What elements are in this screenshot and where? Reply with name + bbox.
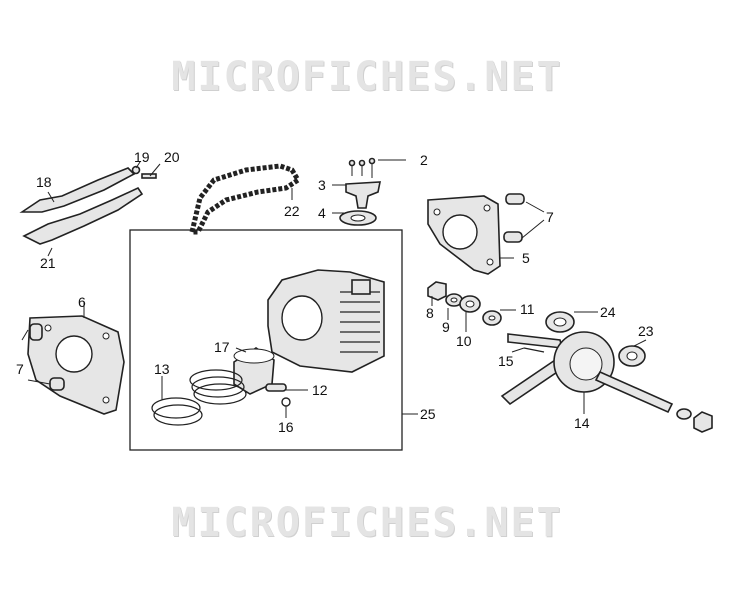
callout-14: 14: [574, 415, 590, 431]
bolt-20[interactable]: [141, 173, 157, 179]
callout-12: 12: [312, 382, 328, 398]
chain-guide-21[interactable]: [22, 186, 144, 245]
cylinder-head-gasket-5[interactable]: [427, 195, 501, 275]
callout-18: 18: [36, 174, 52, 190]
callout-7-right: 7: [546, 209, 554, 225]
callout-3: 3: [318, 177, 326, 193]
callout-25: 25: [420, 406, 436, 422]
bearing-23[interactable]: [618, 345, 646, 367]
piston-rings-13[interactable]: [151, 369, 247, 426]
chain-guide-18[interactable]: [19, 167, 136, 213]
bearing-24[interactable]: [545, 311, 575, 333]
callout-16: 16: [278, 419, 294, 435]
cam-chain-tensioner-3[interactable]: [345, 181, 381, 209]
bolt-19[interactable]: [131, 165, 141, 175]
watermark-top: MICROFICHES.NET: [171, 54, 563, 100]
cylinder-block[interactable]: [267, 269, 385, 373]
callout-7-left: 7: [16, 361, 24, 377]
watermark-bottom: MICROFICHES.NET: [171, 500, 563, 546]
leader-lines: [21, 159, 647, 418]
washer-11[interactable]: [482, 310, 502, 326]
callout-5: 5: [522, 250, 530, 266]
callout-4: 4: [318, 205, 326, 221]
callout-11: 11: [520, 301, 535, 317]
timing-chain-22[interactable]: [188, 163, 302, 235]
tensioner-gasket-4[interactable]: [339, 210, 377, 226]
piston-clip-16[interactable]: [281, 397, 291, 407]
crankshaft-14[interactable]: [500, 331, 674, 414]
dowel-pins-7-left[interactable]: [29, 323, 65, 391]
bearing-10[interactable]: [459, 295, 481, 313]
callout-17: 17: [214, 339, 230, 355]
callout-6: 6: [78, 294, 86, 310]
callout-21: 21: [40, 255, 56, 271]
nut-8[interactable]: [427, 281, 447, 301]
piston-pin-12[interactable]: [265, 383, 287, 392]
callout-2: 2: [420, 152, 428, 168]
key-15[interactable]: [523, 347, 545, 353]
crank-end-nut[interactable]: [693, 411, 713, 433]
callout-9: 9: [442, 319, 450, 335]
callout-10: 10: [456, 333, 472, 349]
callout-8: 8: [426, 305, 434, 321]
callout-13: 13: [154, 361, 170, 377]
tensioner-bolts-2[interactable]: [348, 157, 376, 179]
callout-22: 22: [284, 203, 300, 219]
callout-19: 19: [134, 149, 150, 165]
callout-23: 23: [638, 323, 654, 339]
cylinder-assembly-frame-25[interactable]: [129, 229, 403, 451]
dowel-pins-7-right[interactable]: [503, 193, 525, 243]
crank-end-washer[interactable]: [676, 408, 692, 420]
callout-15: 15: [498, 353, 514, 369]
callout-20: 20: [164, 149, 180, 165]
callout-24: 24: [600, 304, 616, 320]
piston-17[interactable]: [233, 347, 275, 395]
